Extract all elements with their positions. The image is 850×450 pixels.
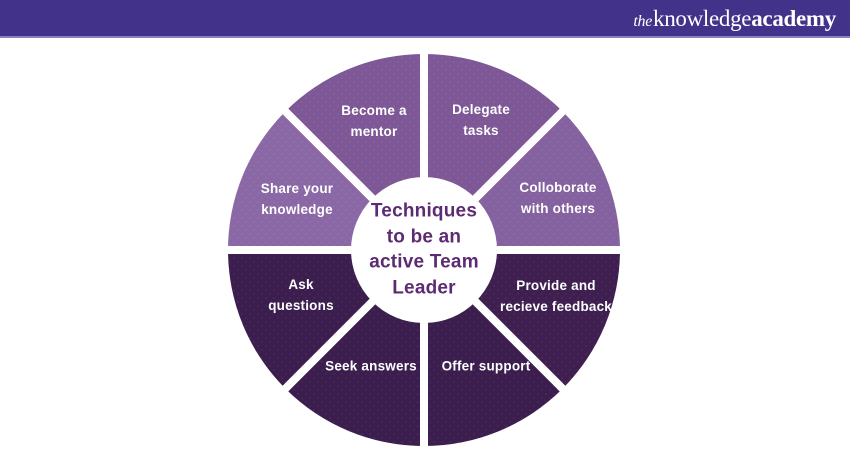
label-offer-support: Offer support: [441, 358, 531, 374]
label-share-your-knowledge: Share your knowledge: [260, 181, 334, 217]
label-ask-questions: Ask questions: [268, 277, 334, 313]
logo-the: the: [633, 12, 652, 30]
wheel-center-title: Techniques to be an active Team Leader: [369, 200, 479, 299]
label-collaborate-with-others: Colloborate with others: [519, 180, 597, 216]
label-seek-answers: Seek answers: [325, 358, 417, 374]
logo-academy: academy: [751, 5, 836, 31]
label-delegate-tasks: Delegate tasks: [452, 102, 510, 138]
center-hub-circle: [351, 177, 497, 323]
label-provide-and-receive-feedback: Provide and recieve feedback: [499, 278, 613, 314]
logo-knowledge: knowledge: [653, 5, 752, 31]
label-become-a-mentor: Become a mentor: [341, 103, 407, 139]
